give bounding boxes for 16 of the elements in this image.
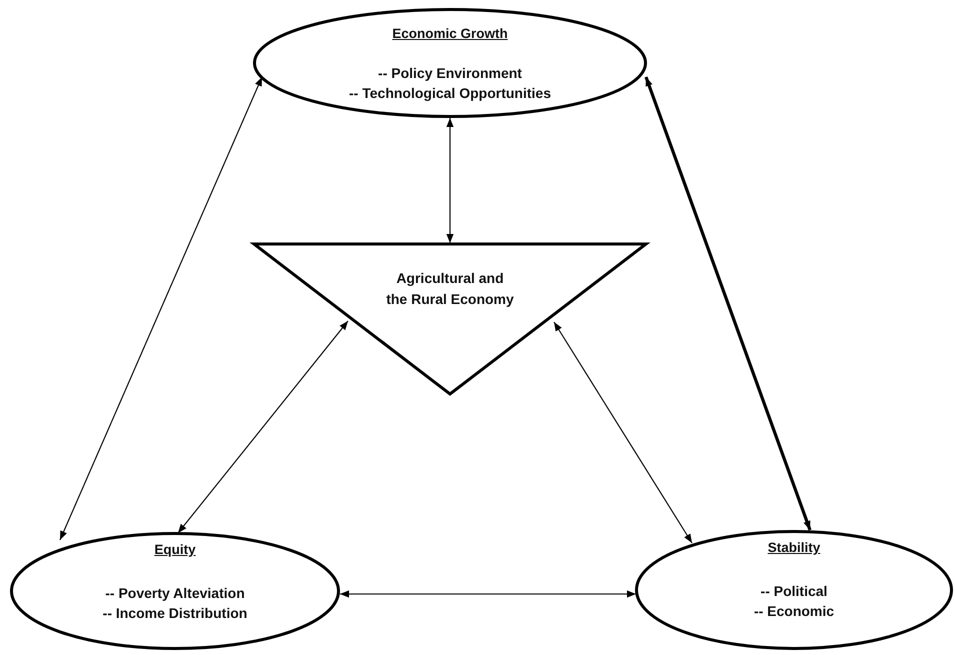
double-arrow (554, 322, 692, 544)
bullet-text: -- Political (760, 582, 828, 601)
double-arrow (644, 76, 812, 531)
node-heading: Stability (768, 540, 820, 555)
bullet-text: -- Poverty Alteviation (105, 584, 245, 603)
double-arrow (178, 320, 348, 534)
node-label: Agricultural and the Rural Economy (385, 269, 515, 309)
double-arrow (60, 76, 262, 540)
node-heading: Equity (154, 542, 196, 557)
bullet-text: -- Technological Opportunities (349, 84, 551, 103)
double-arrow (446, 118, 454, 243)
bullet-text: -- Economic (754, 602, 834, 621)
bullet-text: -- Income Distribution (102, 604, 248, 623)
node-heading: Economic Growth (392, 26, 508, 41)
double-arrow (340, 590, 636, 598)
bullet-text: -- Policy Environment (378, 64, 522, 83)
